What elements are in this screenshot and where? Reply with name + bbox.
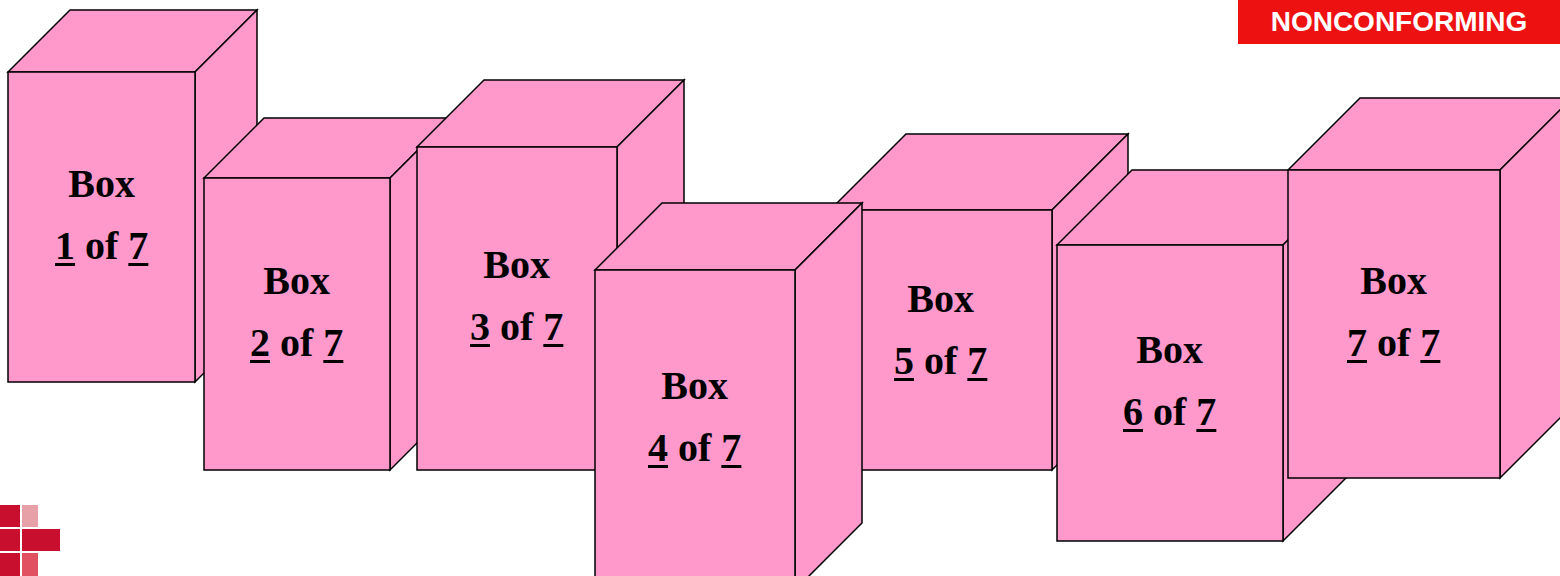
box-face xyxy=(795,203,862,576)
box-face xyxy=(1057,245,1283,541)
logo-block xyxy=(0,553,20,576)
box-face xyxy=(417,147,617,470)
box-label: Box2 of 7 xyxy=(250,250,343,374)
box-label: Box1 of 7 xyxy=(55,153,148,277)
box-label: Box4 of 7 xyxy=(648,355,741,479)
box-face xyxy=(830,210,1052,470)
box-face xyxy=(1288,170,1500,478)
box-label: Box7 of 7 xyxy=(1347,250,1440,374)
box-face xyxy=(595,270,795,576)
pink-box: Box4 of 7 xyxy=(595,203,862,576)
box-face xyxy=(1500,98,1560,478)
box-label: Box5 of 7 xyxy=(894,268,987,392)
logo-block xyxy=(0,529,20,551)
pink-box: Box2 of 7 xyxy=(204,118,450,470)
logo-block xyxy=(22,505,38,527)
pink-box: Box7 of 7 xyxy=(1288,98,1560,478)
box-shape xyxy=(595,203,862,576)
title-banner: NONCONFORMING xyxy=(1238,0,1560,44)
logo-block xyxy=(22,529,60,551)
box-label: Box6 of 7 xyxy=(1123,319,1216,443)
banner-label: NONCONFORMING xyxy=(1238,0,1560,44)
box-face xyxy=(8,72,195,382)
logo-block xyxy=(0,505,20,527)
box-face xyxy=(204,178,390,470)
logo-block xyxy=(22,553,38,576)
box-label: Box3 of 7 xyxy=(470,234,563,358)
